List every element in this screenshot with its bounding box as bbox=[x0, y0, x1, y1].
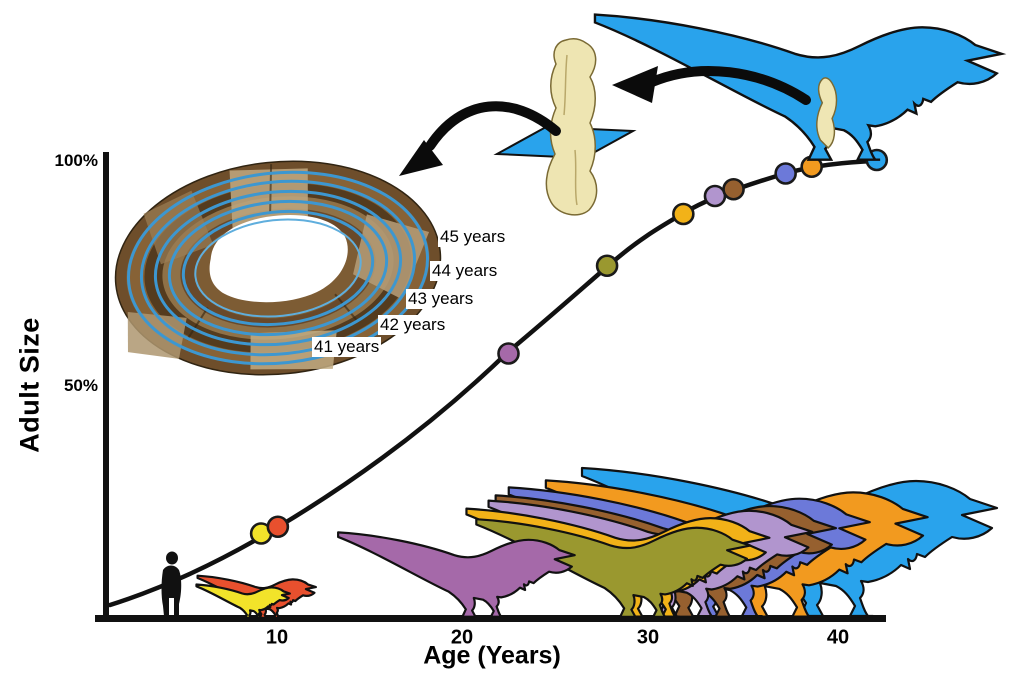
arrow-dino-to-bone-icon bbox=[612, 66, 811, 105]
growth-point-purple bbox=[497, 342, 520, 365]
y-axis-label: Adult Size bbox=[14, 317, 45, 453]
bone-cross-section bbox=[114, 160, 442, 376]
y-axis-line bbox=[103, 152, 109, 620]
human-silhouette bbox=[161, 551, 182, 616]
x-axis-line bbox=[95, 615, 886, 622]
dino-silhouette-purple bbox=[337, 531, 576, 618]
x-tick-20: 20 bbox=[450, 626, 474, 649]
growth-point-gold bbox=[672, 202, 695, 226]
x-tick-10: 10 bbox=[265, 626, 289, 649]
medullary-cavity bbox=[209, 214, 348, 303]
x-tick-40: 40 bbox=[826, 626, 850, 649]
growth-point-red bbox=[266, 515, 290, 539]
ring-label-43-years: 43 years bbox=[406, 289, 476, 309]
y-tick-100: 100% bbox=[54, 151, 98, 170]
x-tick-30: 30 bbox=[636, 626, 660, 649]
dinosaur-growth-series bbox=[196, 466, 999, 619]
x-axis-label: Age (Years) bbox=[423, 641, 561, 670]
ring-label-41-years: 41 years bbox=[312, 337, 382, 357]
sampled-bone-highlight bbox=[816, 77, 838, 149]
y-tick-50: 50% bbox=[63, 376, 98, 395]
ring-label-44-years: 44 years bbox=[430, 261, 500, 281]
limb-bone bbox=[545, 38, 598, 216]
ring-label-42-years: 42 years bbox=[378, 315, 448, 335]
adult-dinosaur-silhouette bbox=[593, 13, 1003, 161]
growth-rings bbox=[126, 170, 430, 366]
growth-point-olive bbox=[595, 254, 619, 278]
ring-label-45-years: 45 years bbox=[438, 227, 508, 247]
growth-point-periwinkle bbox=[774, 162, 797, 185]
growth-point-brown bbox=[722, 177, 745, 201]
growth-point-lavender bbox=[703, 184, 727, 208]
arrow-bone-to-section-icon bbox=[399, 101, 561, 176]
